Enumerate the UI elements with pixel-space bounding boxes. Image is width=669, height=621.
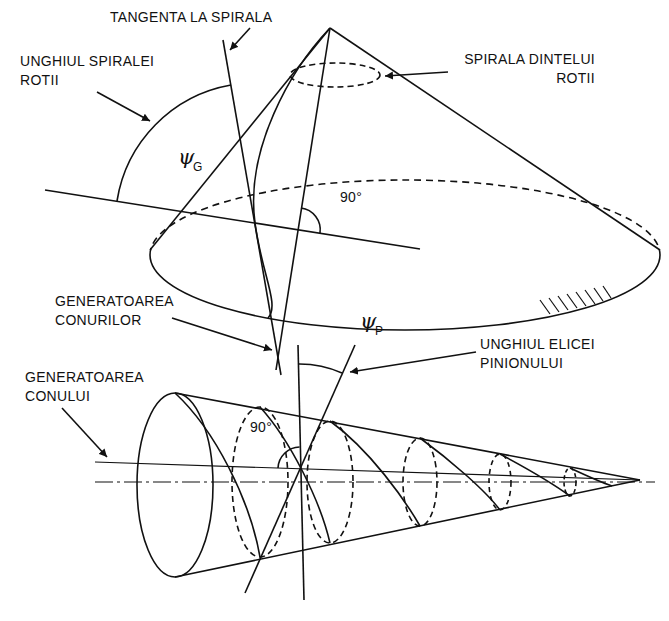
angle-subscript: P <box>375 325 383 338</box>
leader-label: GENERATOAREA CONULUI <box>25 368 150 406</box>
pinion-cone <box>62 345 655 600</box>
leader-label: GENERATOAREA CONURILOR <box>55 292 180 330</box>
angle-symbol: ψ <box>178 146 195 168</box>
angle-value: 90° <box>340 188 362 207</box>
leader-label: TANGENTA LA SPIRALA <box>110 8 272 27</box>
wheel-cone <box>45 28 660 375</box>
leader-label: UNGHIUL SPIRALEI ROTII <box>20 52 170 90</box>
angle-symbol: ψ <box>360 310 377 332</box>
angle-value: 90° <box>250 418 272 437</box>
leader-label: UNGHIUL ELICEI PINIONULUI <box>480 335 615 373</box>
leader-label: SPIRALA DINTELUI ROTII <box>445 50 595 88</box>
angle-subscript: G <box>193 161 203 174</box>
